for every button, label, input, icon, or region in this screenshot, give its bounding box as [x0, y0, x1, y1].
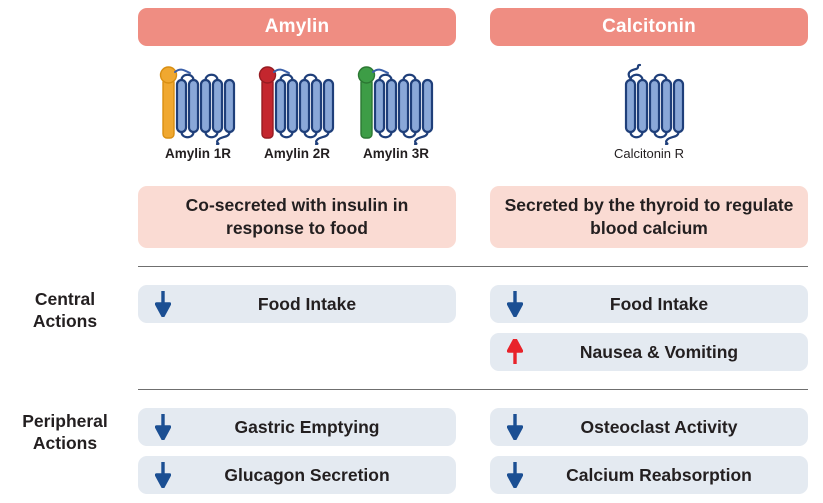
action-pill-food-intake-calcitonin: Food Intake — [490, 285, 808, 323]
divider-peripheral-actions — [138, 389, 808, 390]
action-label: Glucagon Secretion — [224, 464, 390, 485]
section-label-line1: Central — [34, 289, 96, 309]
action-label: Food Intake — [609, 293, 709, 314]
receptor-amylin-2r: Amylin 2R — [249, 60, 345, 161]
arrow-down-icon — [504, 290, 526, 318]
receptor-group-calcitonin: Calcitonin R — [490, 60, 808, 170]
action-label: Gastric Emptying — [234, 416, 380, 437]
arrow-down-icon — [152, 290, 174, 318]
gpcr-receptor-icon — [601, 60, 697, 145]
action-label: Nausea & Vomiting — [579, 341, 739, 362]
action-pill-calcium-reabsorption: Calcium Reabsorption — [490, 456, 808, 494]
receptor-label: Amylin 1R — [164, 146, 232, 161]
arrow-down-icon — [504, 413, 526, 441]
section-label-line2: Actions — [32, 433, 98, 454]
action-pill-gastric-emptying: Gastric Emptying — [138, 408, 456, 446]
action-pill-nausea-vomiting: Nausea & Vomiting — [490, 333, 808, 371]
section-label-line2: Actions — [32, 311, 98, 332]
action-label: Calcium Reabsorption — [566, 464, 752, 485]
receptor-group-amylin: Amylin 1R — [138, 60, 456, 170]
receptor-label: Amylin 2R — [263, 146, 331, 161]
gpcr-receptor-icon — [150, 60, 246, 145]
receptor-label: Calcitonin R — [613, 146, 685, 161]
section-label-central-actions: Central Actions — [0, 288, 130, 333]
section-label-line1: Peripheral — [22, 411, 108, 431]
column-header-amylin: Amylin — [138, 8, 456, 46]
action-pill-osteoclast-activity: Osteoclast Activity — [490, 408, 808, 446]
action-label: Food Intake — [257, 293, 357, 314]
arrow-down-icon — [152, 461, 174, 489]
arrow-down-icon — [504, 461, 526, 489]
action-pill-food-intake-amylin: Food Intake — [138, 285, 456, 323]
arrow-down-icon — [152, 413, 174, 441]
gpcr-receptor-icon — [348, 60, 444, 145]
column-header-calcitonin: Calcitonin — [490, 8, 808, 46]
receptor-amylin-3r: Amylin 3R — [348, 60, 444, 161]
arrow-up-icon — [504, 338, 526, 366]
gpcr-receptor-icon — [249, 60, 345, 145]
receptor-calcitonin-r: Calcitonin R — [601, 60, 697, 161]
receptor-amylin-1r: Amylin 1R — [150, 60, 246, 161]
action-pill-glucagon-secretion: Glucagon Secretion — [138, 456, 456, 494]
description-calcitonin: Secreted by the thyroid to regulate bloo… — [490, 186, 808, 248]
divider-central-actions — [138, 266, 808, 267]
receptor-label: Amylin 3R — [362, 146, 430, 161]
action-label: Osteoclast Activity — [580, 416, 738, 437]
description-amylin: Co-secreted with insulin in response to … — [138, 186, 456, 248]
section-label-peripheral-actions: Peripheral Actions — [0, 410, 130, 455]
